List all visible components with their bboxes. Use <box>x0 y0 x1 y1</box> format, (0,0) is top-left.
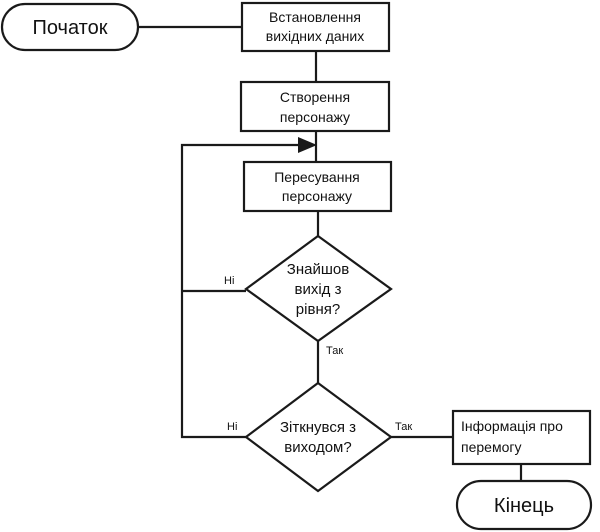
connector-loop-back <box>180 143 304 439</box>
connectors <box>138 25 523 481</box>
start-label: Початок <box>33 17 108 39</box>
hit-exit-line-2: виходом? <box>284 439 351 456</box>
edge-label-found-yes: Так <box>326 345 343 357</box>
edge-label-hit-no: Ні <box>227 421 237 433</box>
process-move-character: Пересування персонажу <box>242 160 393 213</box>
victory-info-line-1: Інформація про <box>461 418 563 434</box>
end-terminal: Кінець <box>455 479 593 531</box>
victory-info-line-2: перемогу <box>461 439 521 455</box>
loop-arrowhead <box>298 137 317 153</box>
create-char-line-1: Створення <box>280 89 350 105</box>
move-char-line-2: персонажу <box>282 188 352 204</box>
edge-label-hit-yes: Так <box>395 421 412 433</box>
process-create-character: Створення персонажу <box>239 80 391 133</box>
move-char-line-1: Пересування <box>274 169 360 185</box>
edge-label-found-no: Ні <box>224 275 234 287</box>
hit-exit-line-1: Зіткнувся з <box>280 419 356 436</box>
end-label: Кінець <box>494 495 554 517</box>
decision-found-exit: Знайшов вихід з рівня? <box>244 234 393 343</box>
process-init-data: Встановлення вихідних даних <box>240 1 391 53</box>
found-exit-line-1: Знайшов <box>287 261 349 278</box>
init-data-line-2: вихідних даних <box>266 28 365 44</box>
found-exit-line-2: вихід з <box>295 281 342 298</box>
start-terminal: Початок <box>0 2 140 52</box>
create-char-line-2: персонажу <box>280 109 350 125</box>
init-data-line-1: Встановлення <box>269 9 361 25</box>
decision-hit-exit: Зіткнувся з виходом? <box>244 381 393 493</box>
process-victory-info: Інформація про перемогу <box>451 409 592 466</box>
found-exit-line-3: рівня? <box>296 301 340 318</box>
